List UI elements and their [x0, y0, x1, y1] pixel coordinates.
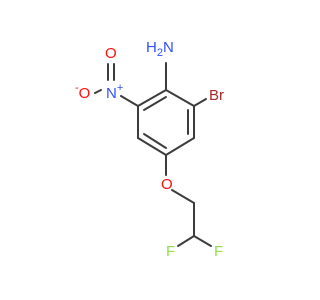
nitro-n-label: N+: [106, 82, 123, 102]
molecule-structure: H2N Br N+ O -O O F F: [75, 39, 224, 260]
bond-chf2-f-left: [177, 235, 195, 247]
nitro-o-left-label: -O: [75, 82, 90, 102]
bond-o-ch2: [171, 189, 195, 204]
amine-h-symbol: H: [146, 39, 157, 56]
bond-ring-c6-c1-inner: [143, 96, 167, 111]
atom-labels: H2N Br N+ O -O O F F: [75, 39, 224, 260]
bond-ring-c4-c5: [137, 137, 167, 156]
bond-ring-c6-c1: [137, 89, 167, 107]
bromine-label: Br: [209, 87, 224, 104]
bond-c2-br: [193, 98, 207, 107]
bond-ring-c3-c4: [165, 137, 195, 156]
amine-label: H2N: [146, 39, 174, 59]
bond-ring-c1-c2: [165, 89, 195, 107]
amine-h-count: 2: [157, 47, 163, 59]
ether-o-label: O: [161, 176, 173, 193]
nitro-o-top-label: O: [105, 45, 117, 62]
fluorine-left-label: F: [166, 243, 175, 260]
nitro-n-charge: +: [117, 82, 123, 94]
amine-n-symbol: N: [163, 39, 174, 56]
bond-no2-o-left: [94, 89, 102, 94]
nitro-o-left-symbol: O: [79, 85, 91, 102]
bond-chf2-f-right: [193, 235, 212, 247]
bonds: [94, 62, 212, 247]
nitro-o-charge: -: [75, 82, 79, 94]
bond-c6-no2: [120, 95, 139, 107]
bond-ring-c4-c5-inner: [143, 133, 167, 149]
fluorine-right-label: F: [214, 243, 223, 260]
nitro-n-symbol: N: [106, 85, 117, 102]
